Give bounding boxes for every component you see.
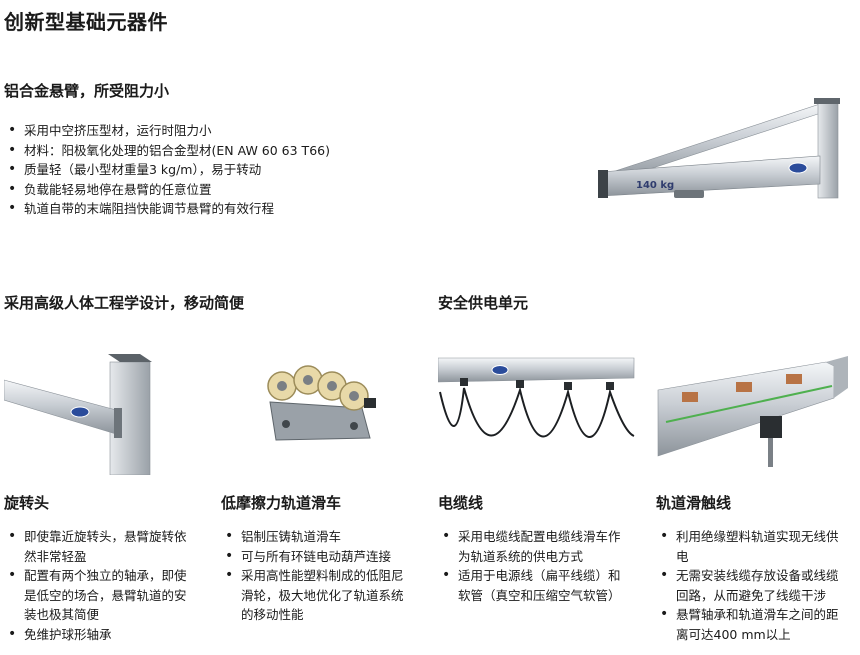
list-item: 可与所有环链电动葫芦连接 [221,547,413,567]
list-item: 采用中空挤压型材，运行时阻力小 [4,121,564,141]
list-item: 即使靠近旋转头，悬臂旋转依然非常轻盈 [4,527,194,566]
list-item: 适用于电源线（扁平线缆）和软管（真空和压缩空气软管） [438,566,630,605]
trolley-image [267,365,376,441]
feature-list-conductor-rail: 利用绝缘塑料轨道实现无线供电 无需安装线缆存放设备或线缆回路，从而避免了线缆干涉… [656,527,850,644]
list-item: 采用高性能塑料制成的低阻尼滑轮，极大地优化了轨道系统的移动性能 [221,566,413,625]
list-item: 悬臂轴承和轨道滑车之间的距离可达400 mm以上 [656,605,850,644]
list-item: 材料：阳极氧化处理的铝合金型材(EN AW 60 63 T66) [4,141,564,161]
list-item: 利用绝缘塑料轨道实现无线供电 [656,527,850,566]
feature-list-slewing-head: 即使靠近旋转头，悬臂旋转依然非常轻盈 配置有两个独立的轴承，即使是低空的场合，悬… [4,527,194,644]
feature-list-trolley: 铝制压铸轨道滑车 可与所有环链电动葫芦连接 采用高性能塑料制成的低阻尼滑轮，极大… [221,527,413,625]
page-title: 创新型基础元器件 [4,10,168,34]
conductor-rail-image [657,356,848,467]
list-item: 质量轻（最小型材重量3 kg/m），易于转动 [4,160,564,180]
card-title-slewing-head: 旋转头 [4,494,50,512]
list-item: 铝制压铸轨道滑车 [221,527,413,547]
cable-festoon-image [438,357,635,438]
feature-list-aluminum-boom: 采用中空挤压型材，运行时阻力小 材料：阳极氧化处理的铝合金型材(EN AW 60… [4,121,564,219]
card-title-cable: 电缆线 [438,494,484,512]
section-title-aluminum-boom: 铝合金悬臂，所受阻力小 [4,82,170,100]
load-label: 140 kg [636,180,674,191]
list-item: 轨道自带的末端阻挡快能调节悬臂的有效行程 [4,199,564,219]
jib-boom-image: 140 kg [598,98,840,199]
card-title-trolley: 低摩擦力轨道滑车 [221,494,342,512]
list-item: 负载能轻易地停在悬臂的任意位置 [4,180,564,200]
list-item: 采用电缆线配置电缆线滑车作为轨道系统的供电方式 [438,527,630,566]
slewing-head-image [4,354,152,475]
card-title-conductor-rail: 轨道滑触线 [656,494,732,512]
list-item: 免维护球形轴承 [4,625,194,645]
feature-list-cable: 采用电缆线配置电缆线滑车作为轨道系统的供电方式 适用于电源线（扁平线缆）和软管（… [438,527,630,605]
list-item: 配置有两个独立的轴承，即使是低空的场合，悬臂轨道的安装也极其简便 [4,566,194,625]
list-item: 无需安装线缆存放设备或线缆回路，从而避免了线缆干涉 [656,566,850,605]
section-title-power-supply: 安全供电单元 [438,294,529,312]
section-title-ergonomics: 采用高级人体工程学设计，移动简便 [4,294,245,312]
